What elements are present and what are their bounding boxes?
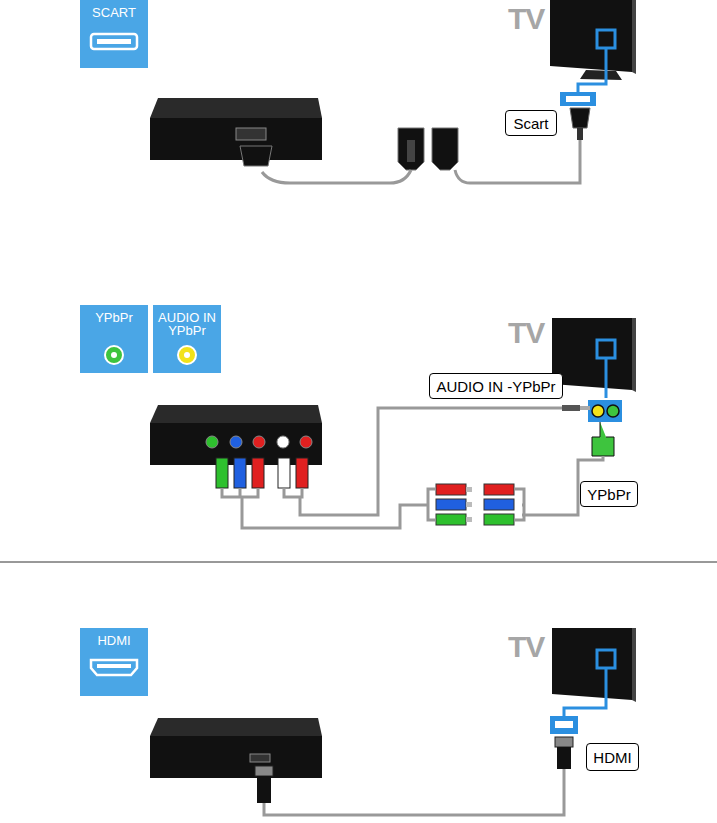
- hdmi-icon: [97, 664, 131, 668]
- audio-tile: [153, 305, 221, 373]
- connector-tile: AUDIO IN YPbPr: [153, 305, 221, 339]
- connector-tile: SCART: [80, 0, 148, 30]
- yellow-jack: [592, 405, 604, 417]
- node-text: AUDIO IN YPbPr: [153, 311, 221, 337]
- connector-callout: AUDIO IN -YPbPr: [429, 373, 563, 399]
- component-plugs: [428, 484, 524, 525]
- connector-callout: YPbPr: [580, 481, 638, 507]
- tv: [552, 318, 636, 392]
- scart-plug: [570, 108, 590, 128]
- tv-hdmi-port: [550, 716, 578, 734]
- scart-plug: [407, 140, 415, 162]
- port-leader: [564, 668, 606, 716]
- green-jack: [607, 405, 619, 417]
- scart-plug: [432, 128, 458, 170]
- node-text: AUDIO IN -YPbPr: [436, 378, 555, 395]
- hdmi-plug: [557, 747, 571, 769]
- separator: [0, 562, 717, 563]
- device-label: TV: [508, 316, 544, 350]
- yellow-jack-icon: [178, 346, 196, 364]
- connector-callout: HDMI: [586, 743, 639, 771]
- port-leader: [578, 48, 606, 92]
- green-plug: [592, 422, 614, 456]
- hdmi-plug: [255, 766, 273, 776]
- tv-jack-panel: [588, 400, 622, 422]
- scart-icon: [91, 34, 137, 49]
- ypbpr-tile: [80, 305, 148, 373]
- node-text: HDMI: [80, 634, 148, 647]
- device-label: TV: [508, 2, 544, 36]
- mini-jack-plug: [580, 406, 590, 410]
- set-top-box: [150, 98, 322, 160]
- tv: [550, 0, 636, 80]
- tv: [552, 628, 636, 702]
- hdmi-icon: [91, 660, 137, 675]
- scart-icon-pins: [97, 39, 131, 44]
- hdmi-plug: [555, 737, 573, 747]
- scart-plug: [577, 128, 583, 140]
- hdmi-tile: [80, 628, 148, 696]
- node-text: Scart: [513, 115, 548, 132]
- green-jack-icon: [111, 352, 117, 358]
- mini-jack-plug: [562, 405, 580, 411]
- connector-tile: YPbPr: [80, 305, 148, 339]
- tv-hdmi-port: [555, 721, 573, 728]
- hdmi-plug: [257, 776, 271, 803]
- cable: [262, 170, 411, 183]
- rca-plugs: [216, 458, 308, 497]
- connector-tile: HDMI: [80, 628, 148, 658]
- node-text: SCART: [80, 6, 148, 19]
- set-top-box: [150, 718, 322, 778]
- green-jack-icon: [105, 346, 123, 364]
- tv-scart-port: [560, 92, 596, 106]
- connector-callout: Scart: [505, 110, 557, 136]
- device-label: TV: [508, 630, 544, 664]
- node-text: YPbPr: [80, 311, 148, 324]
- scart-plug: [398, 128, 424, 170]
- cable: [455, 140, 580, 183]
- scart-plug: [240, 146, 272, 166]
- tv-scart-port: [566, 96, 590, 102]
- port-leader: [605, 358, 608, 398]
- node-text: HDMI: [593, 749, 631, 766]
- scart-tile: [80, 0, 148, 68]
- cable: [242, 497, 428, 528]
- set-top-box: [150, 405, 322, 465]
- yellow-jack-icon: [184, 352, 190, 358]
- node-text: YPbPr: [587, 486, 630, 503]
